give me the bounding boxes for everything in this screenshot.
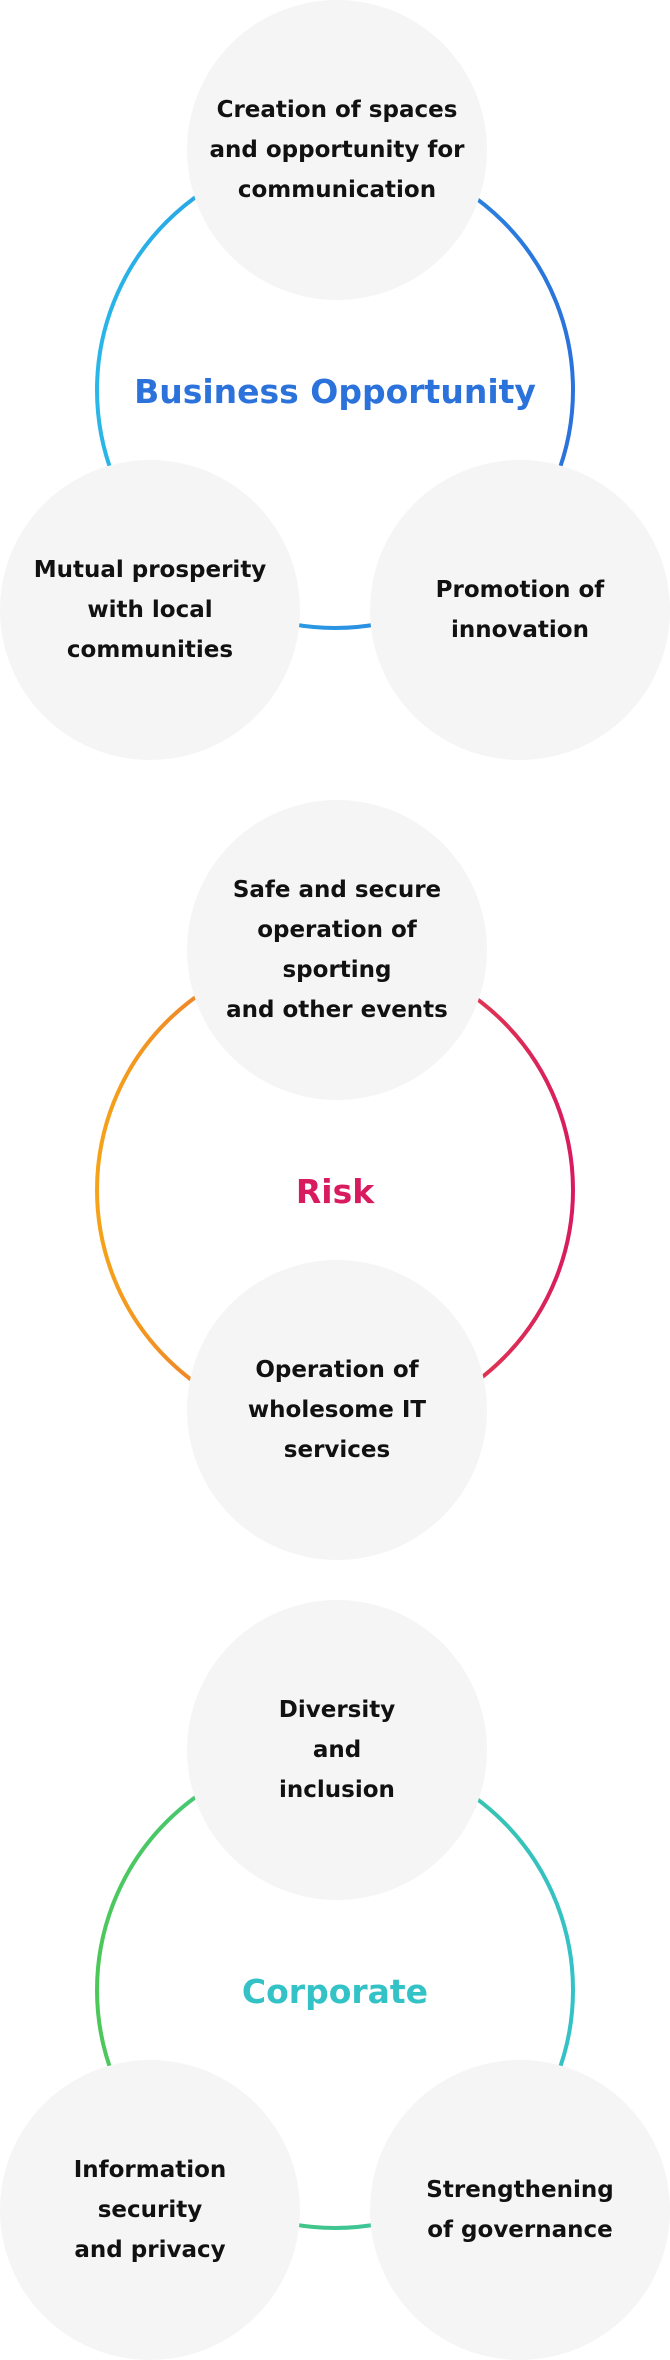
risk-title: Risk (295, 1172, 375, 1211)
corporate-group: Diversity and inclusion Information secu… (0, 1600, 670, 2360)
diversity-and-inclusion-label: Diversity and inclusion (278, 1697, 396, 1803)
wholesome-it-services-label: Operation of wholesome IT services (247, 1357, 427, 1463)
risk-group: Safe and secure operation of sporting an… (0, 800, 670, 1560)
wholesome-it-services-bubble: Operation of wholesome IT services (187, 1260, 487, 1560)
mutual-prosperity-label: Mutual prosperity with local communities (33, 557, 267, 663)
information-security-bubble: Information security and privacy (0, 2060, 300, 2360)
business-opportunity-title: Business Opportunity (134, 372, 536, 411)
strengthening-governance-label: Strengthening of governance (426, 2177, 614, 2243)
business-opportunity-group: Creation of spaces and opportunity for c… (0, 0, 670, 760)
strengthening-governance-bubble: Strengthening of governance (370, 2060, 670, 2360)
promotion-of-innovation-label: Promotion of innovation (435, 577, 605, 643)
corporate-title: Corporate (241, 1972, 429, 2011)
promotion-of-innovation-bubble: Promotion of innovation (370, 460, 670, 760)
diversity-and-inclusion-bubble: Diversity and inclusion (187, 1600, 487, 1900)
information-security-label: Information security and privacy (73, 2157, 227, 2263)
safe-and-secure-operation-bubble: Safe and secure operation of sporting an… (187, 800, 487, 1100)
safe-and-secure-operation-label: Safe and secure operation of sporting an… (226, 877, 448, 1023)
mutual-prosperity-bubble: Mutual prosperity with local communities (0, 460, 300, 760)
creation-of-spaces-bubble: Creation of spaces and opportunity for c… (187, 0, 487, 300)
creation-of-spaces-label: Creation of spaces and opportunity for c… (209, 97, 465, 203)
